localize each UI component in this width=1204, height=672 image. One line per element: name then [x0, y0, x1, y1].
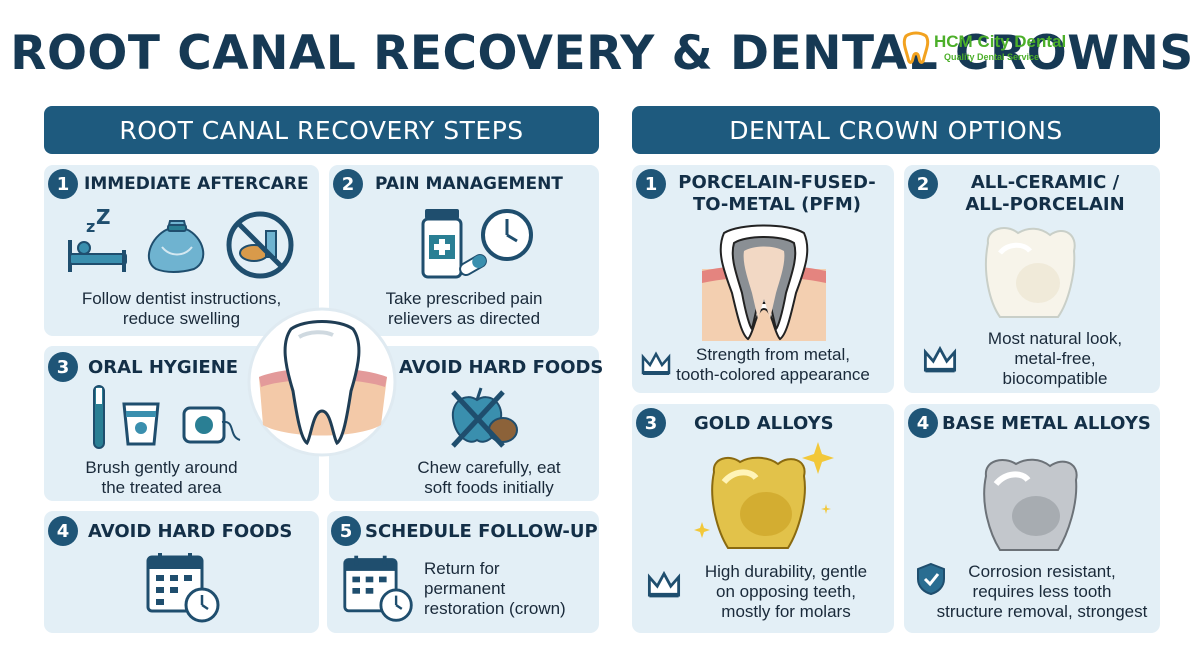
bed-sleep-icon: z Z	[68, 205, 127, 272]
crossed-apple-nut-icon	[451, 387, 518, 448]
option-desc-line2: tooth-colored appearance	[676, 365, 870, 384]
crown-icon	[923, 345, 957, 373]
crown-options-banner: DENTAL CROWN OPTIONS	[632, 106, 1160, 154]
option-desc-line2: metal-free,	[1014, 349, 1096, 368]
base-metal-crown-illustration	[983, 458, 1078, 551]
ceramic-crown-illustration	[984, 227, 1076, 318]
option-desc-line1: Most natural look,	[987, 329, 1123, 348]
step-title: SCHEDULE FOLLOW-UP	[365, 521, 598, 542]
no-food-icon	[226, 211, 294, 279]
step-desc-line1: Take prescribed pain	[385, 289, 543, 308]
center-tooth-illustration	[247, 307, 397, 457]
step-title: AVOID HARD FOODS	[88, 521, 293, 542]
option-number: 1	[636, 169, 666, 199]
option-number: 2	[908, 169, 938, 199]
step-title: IMMEDIATE AFTERCARE	[84, 174, 309, 194]
option-title-line1: ALL-CERAMIC /	[970, 172, 1120, 193]
calendar-clock-icon	[146, 553, 220, 623]
step-desc-line3: restoration (crown)	[424, 599, 566, 618]
step-number: 5	[331, 516, 361, 546]
gold-crown-illustration	[694, 442, 834, 549]
step-desc-line1: Follow dentist instructions,	[81, 289, 282, 308]
step-card-schedule-follow-up: 5 SCHEDULE FOLLOW-UP Return for permanen…	[327, 511, 599, 633]
option-desc-line1: Corrosion resistant,	[968, 562, 1116, 581]
step-desc-line2: reduce swelling	[122, 309, 241, 328]
svg-text:Z: Z	[96, 205, 111, 229]
crown-card-base-metal-alloys: 4 BASE METAL ALLOYS Corrosion resistant,…	[904, 404, 1160, 633]
step-card-avoid-hard-foods: 4 AVOID HARD FOODS	[44, 511, 319, 633]
shield-check-icon	[917, 562, 945, 596]
step-card-pain-management: 2 PAIN MANAGEMENT Take prescribed pain r…	[329, 165, 599, 336]
step-title: AVOID HARD FOODS	[399, 357, 604, 378]
recovery-steps-banner: ROOT CANAL RECOVERY STEPS	[44, 106, 599, 154]
crown-card-pfm: 1 PORCELAIN-FUSED- TO-METAL (PFM) Streng…	[632, 165, 894, 393]
clinic-logo: HCM City Dental Quality Dental Service	[902, 30, 1102, 70]
step-desc-line2: soft foods initially	[424, 478, 554, 497]
option-title: GOLD ALLOYS	[694, 413, 834, 434]
medicine-bottle-icon	[421, 209, 487, 279]
crown-card-all-ceramic: 2 ALL-CERAMIC / ALL-PORCELAIN Most natur…	[904, 165, 1160, 393]
step-card-immediate-aftercare: 1 IMMEDIATE AFTERCARE z Z Follow dentist…	[44, 165, 319, 336]
crown-icon	[647, 570, 681, 598]
step-number: 4	[48, 516, 78, 546]
page-title: ROOT CANAL RECOVERY & DENTAL CROWNS	[10, 26, 1194, 81]
logo-tagline: Quality Dental Service	[944, 52, 1040, 62]
clock-icon	[481, 209, 533, 261]
option-desc-line2: requires less tooth	[972, 582, 1112, 601]
option-title: BASE METAL ALLOYS	[942, 413, 1151, 434]
option-desc-line3: structure removal, strongest	[936, 602, 1148, 621]
option-desc-line1: High durability, gentle	[704, 562, 868, 581]
mouthwash-cup-icon	[122, 402, 160, 446]
dental-floss-icon	[182, 406, 241, 444]
option-desc-line1: Strength from metal,	[695, 345, 850, 364]
step-desc-line2: permanent	[424, 579, 506, 598]
step-number: 2	[333, 169, 363, 199]
tooth-logo-icon	[902, 31, 930, 64]
option-number: 4	[908, 408, 938, 438]
step-number: 3	[48, 352, 78, 382]
step-desc-line1: Chew carefully, eat	[417, 458, 561, 477]
toothbrush-icon	[93, 385, 105, 449]
pfm-tooth-cross-section	[702, 224, 826, 341]
option-title-line2: TO-METAL (PFM)	[693, 194, 861, 215]
option-title-line1: PORCELAIN-FUSED-	[678, 172, 876, 193]
crown-icon	[641, 351, 671, 375]
step-title: PAIN MANAGEMENT	[375, 174, 563, 194]
calendar-clock-icon	[343, 555, 413, 622]
step-desc-line1: Brush gently around	[85, 458, 238, 477]
option-title-line2: ALL-PORCELAIN	[965, 194, 1125, 215]
option-desc-line3: mostly for molars	[721, 602, 851, 621]
step-desc-line2: the treated area	[101, 478, 222, 497]
option-desc-line2: on opposing teeth,	[716, 582, 856, 601]
step-number: 1	[48, 169, 78, 199]
crown-card-gold-alloys: 3 GOLD ALLOYS High durability, gentle on…	[632, 404, 894, 633]
step-desc-line2: relievers as directed	[387, 309, 541, 328]
step-desc-line1: Return for	[424, 559, 500, 578]
option-number: 3	[636, 408, 666, 438]
step-title: ORAL HYGIENE	[88, 357, 239, 378]
option-desc-line3: biocompatible	[1002, 369, 1108, 388]
ice-pack-icon	[147, 220, 205, 273]
logo-name: HCM City Dental	[934, 32, 1067, 51]
svg-text:z: z	[86, 217, 95, 236]
